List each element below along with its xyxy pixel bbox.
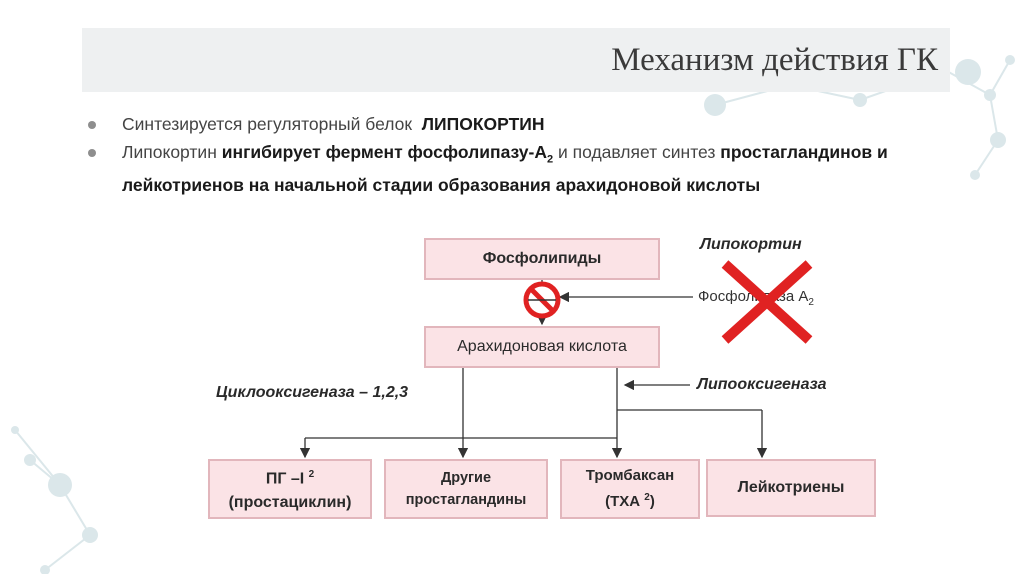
arachidonic-acid-box: Арахидоновая кислота (424, 326, 660, 368)
thromboxane-box: Тромбаксан (ТХА 2) (560, 459, 700, 519)
bullet-2-text-2: и подавляет синтез (558, 142, 716, 162)
bullet-list: Синтезируется регуляторный белок ЛИПОКОР… (84, 112, 984, 201)
title-band (82, 28, 950, 92)
other-prostaglandins-line-1: Другие (440, 470, 492, 486)
bullet-2-text-1: Липокортин (122, 142, 217, 162)
bullet-1-text: Синтезируется регуляторный белок (122, 114, 413, 134)
thromboxane-close: ) (649, 493, 655, 510)
page-title: Механизм действия ГК (611, 42, 938, 78)
lipoxygenase-label: Липооксигеназа (697, 376, 827, 393)
bullet-item-1: Синтезируется регуляторный белок ЛИПОКОР… (84, 112, 984, 137)
bullet-2-subscript: 2 (547, 153, 554, 166)
phospholipase-subscript: 2 (808, 297, 814, 308)
cyclooxygenase-label: Циклооксигеназа – 1,2,3 (216, 384, 409, 401)
phospholipids-box: Фосфолипиды (424, 238, 660, 280)
other-prostaglandins-box: Другие простагландины (384, 459, 548, 519)
bullet-2-bold-2: простагландинов и лейкотриенов на началь… (122, 142, 888, 195)
thromboxane-subscript: 2 (644, 492, 650, 503)
bullet-dot-icon (88, 149, 96, 157)
bullet-1-bold: ЛИПОКОРТИН (421, 114, 545, 134)
bullet-2-bold-1-text: ингибирует фермент фосфолипазу-А (221, 142, 547, 162)
pg-i2-name: ПГ –I (265, 470, 305, 488)
thromboxane-line-2: (ТХА 2) (605, 487, 655, 513)
red-cross-icon (721, 260, 813, 344)
pg-i2-line-1: ПГ –I 2 (266, 463, 314, 491)
pg-i2-box: ПГ –I 2 (простациклин) (208, 459, 372, 519)
lipocortin-label: Липокортин (700, 236, 802, 253)
bullet-item-2: Липокортин ингибирует фермент фосфолипаз… (84, 140, 984, 198)
pg-i2-line-2: (простациклин) (228, 494, 352, 512)
leukotrienes-box: Лейкотриены (706, 459, 876, 517)
prohibition-icon (523, 281, 561, 319)
other-prostaglandins-line-2: простагландины (405, 492, 527, 508)
bullet-dot-icon (88, 121, 96, 129)
thromboxane-line-1: Тромбаксан (585, 467, 675, 484)
thromboxane-abbrev: (ТХА (605, 493, 641, 510)
pg-i2-subscript: 2 (308, 468, 315, 480)
bullet-2-bold-1: ингибирует фермент фосфолипазу-А2 (221, 142, 553, 166)
